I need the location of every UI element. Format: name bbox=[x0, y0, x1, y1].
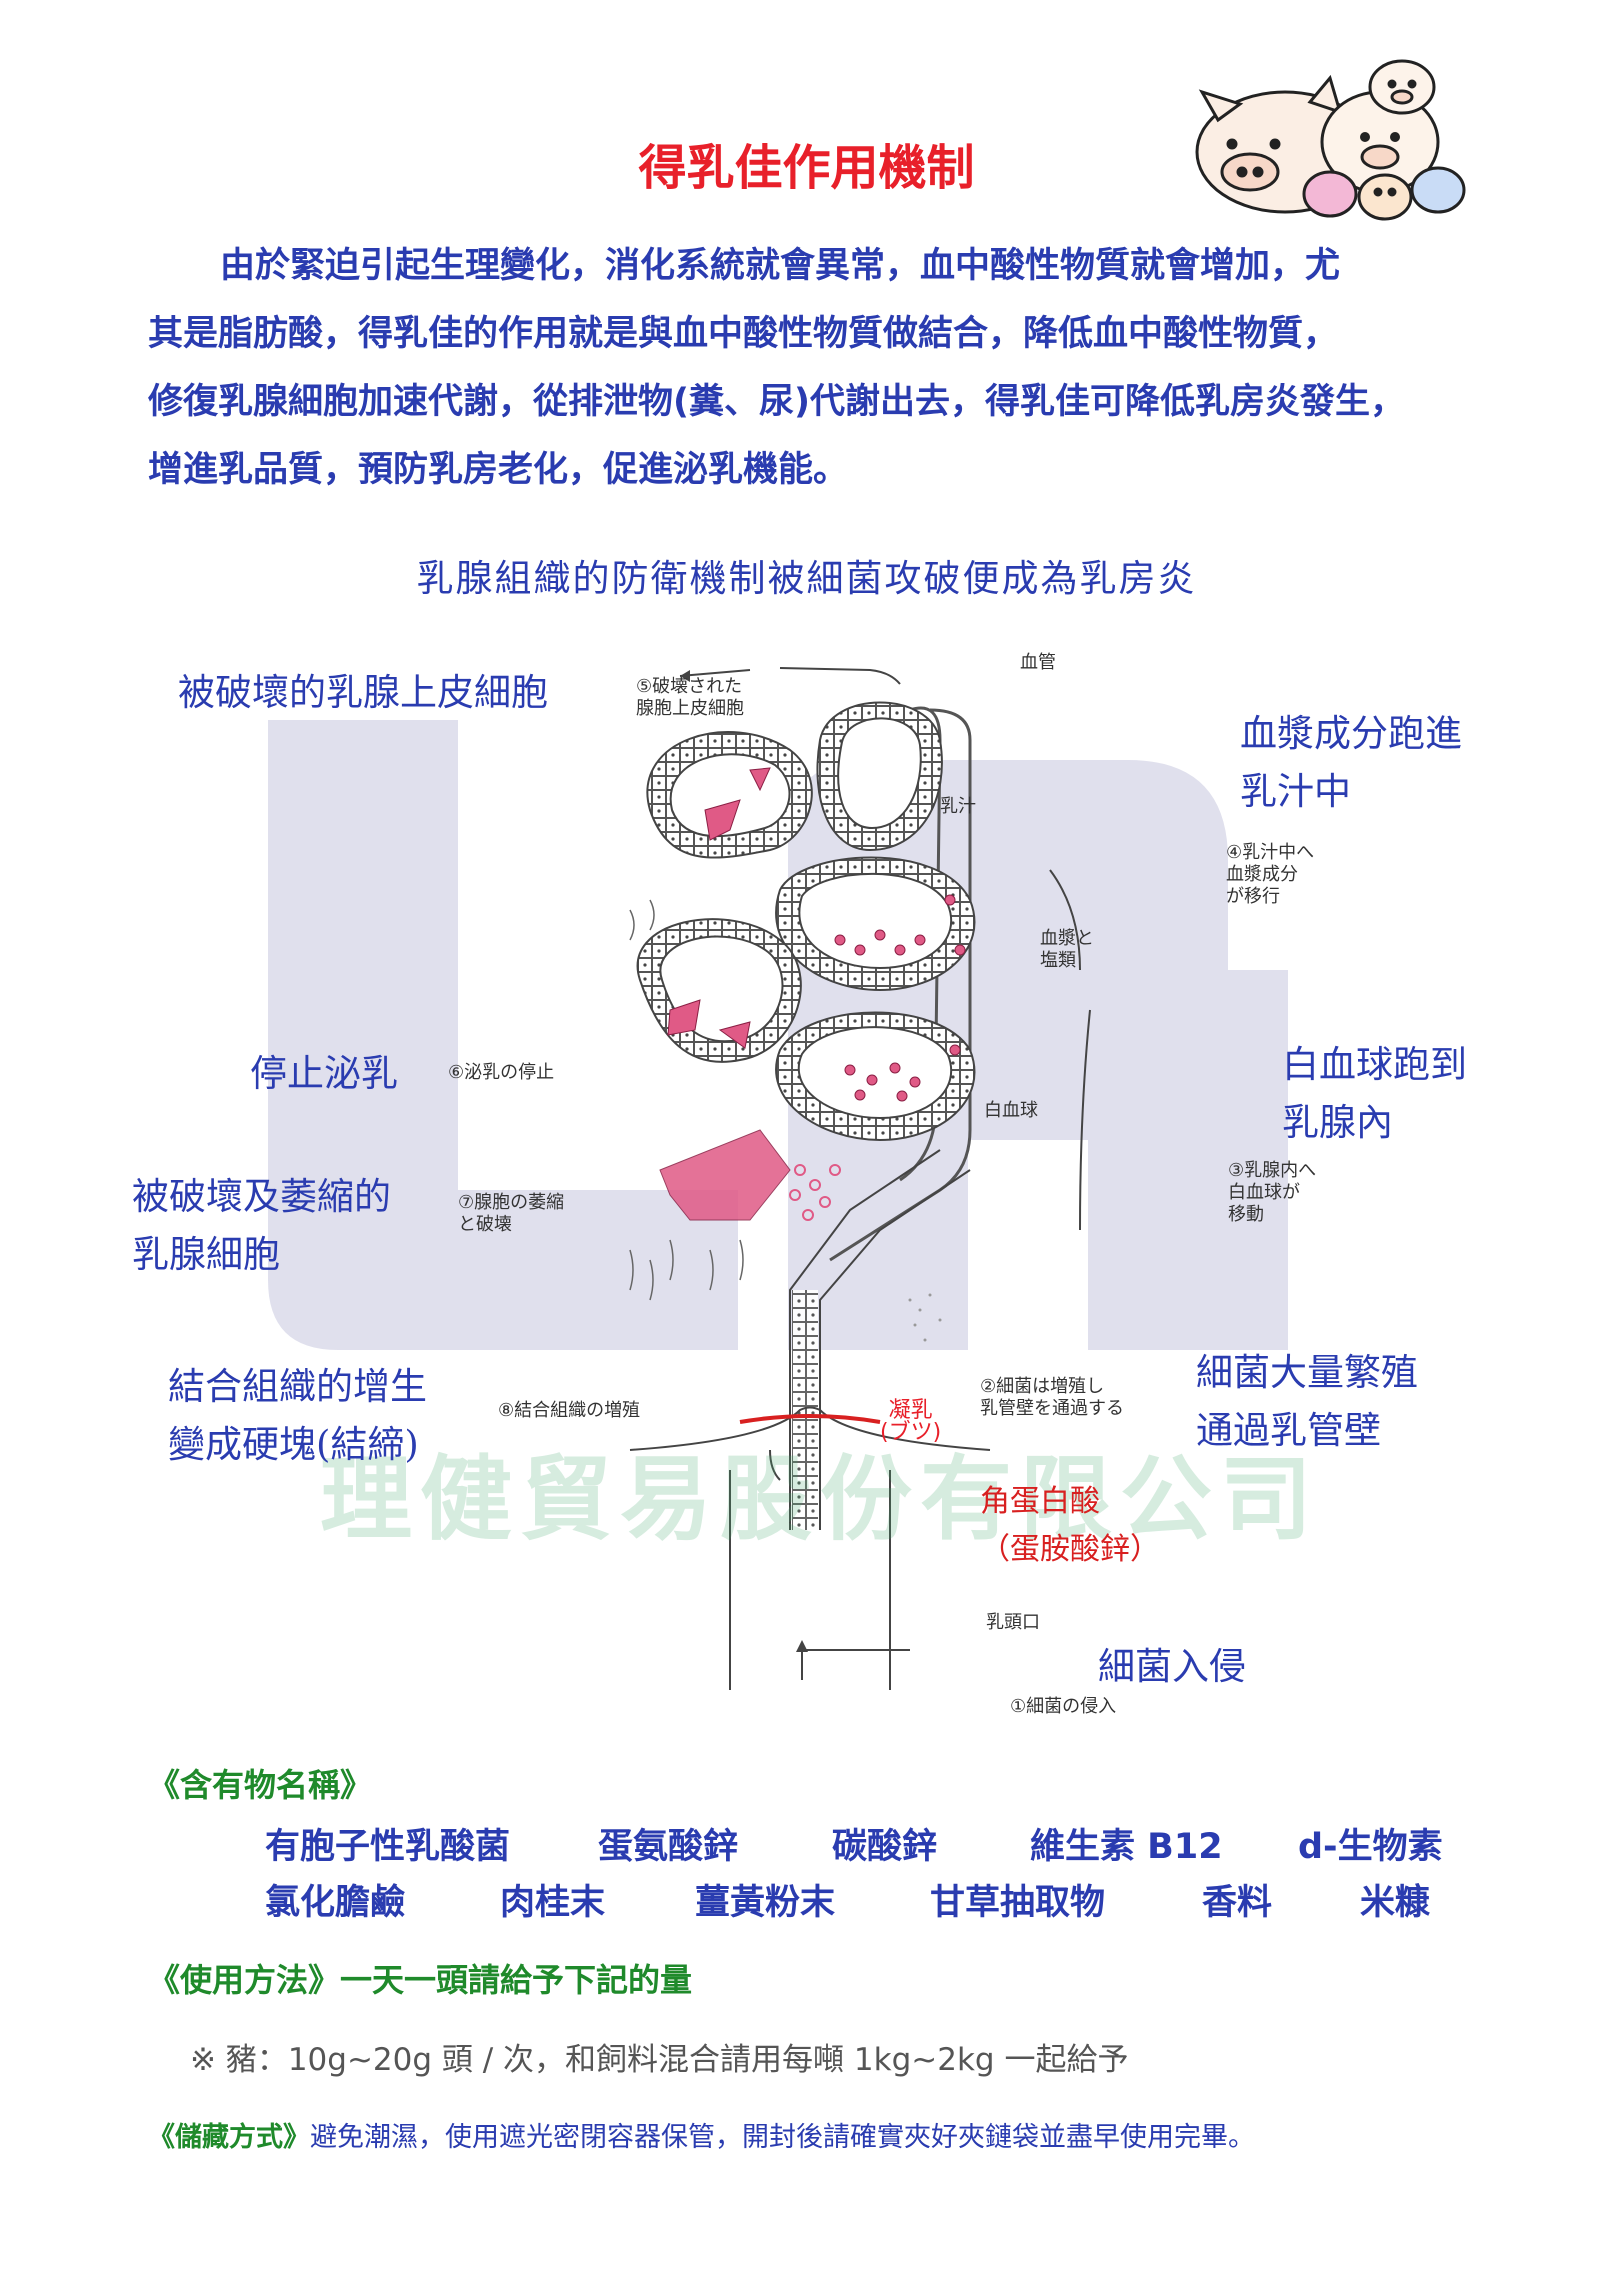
storage-note: 《儲藏方式》避免潮濕，使用遮光密閉容器保管，開封後請確實夾好夾鏈袋並盡早使用完畢… bbox=[148, 2115, 1255, 2154]
anno-wbc: 白血球跑到 乳腺內 bbox=[1282, 1043, 1467, 1144]
diagram-caption: 乳腺組織的防衛機制被細菌攻破便成為乳房炎 bbox=[416, 557, 1197, 600]
jp-wbc: 白血球 bbox=[984, 1100, 1038, 1121]
anno-bacteria: 細菌大量繁殖 通過乳管壁 bbox=[1196, 1351, 1418, 1452]
anno-connective-tissue: 結合組織的增生 變成硬塊(結締) bbox=[168, 1365, 427, 1466]
anno-keratin: 角蛋白酸 （蛋胺酸鋅） bbox=[980, 1484, 1160, 1567]
anno-invasion: 細菌入侵 bbox=[1098, 1645, 1246, 1688]
ingredients-heading: 《含有物名稱》 bbox=[148, 1766, 373, 1804]
intro-line: 修復乳腺細胞加速代謝，從排泄物(糞、尿)代謝出去，得乳佳可降低乳房炎發生， bbox=[148, 382, 1405, 422]
jp-step-5: ⑤破壊された 腺胞上皮細胞 bbox=[636, 676, 744, 719]
anno-atrophy: 被破壞及萎縮的 乳腺細胞 bbox=[132, 1175, 391, 1276]
anno-destroyed-epithelium: 被破壞的乳腺上皮細胞 bbox=[178, 671, 548, 714]
ingredient-item: 米糠 bbox=[1360, 1883, 1431, 1923]
pig-family-illustration bbox=[1195, 59, 1466, 221]
ingredient-item: 維生素 B12 bbox=[1030, 1827, 1223, 1867]
storage-text: 避免潮濕，使用遮光密閉容器保管，開封後請確實夾好夾鏈袋並盡早使用完畢。 bbox=[310, 2122, 1255, 2153]
ingredient-item: 碳酸鋅 bbox=[832, 1827, 938, 1867]
ingredient-item: 氯化膽鹼 bbox=[265, 1883, 406, 1923]
jp-blood-vessel: 血管 bbox=[1020, 652, 1056, 673]
jp-step-7: ⑦腺胞の萎縮 と破壊 bbox=[458, 1192, 565, 1235]
jp-step-4: ④乳汁中へ 血漿成分 が移行 bbox=[1226, 842, 1315, 907]
jp-step-6: ⑥泌乳の停止 bbox=[448, 1062, 555, 1083]
ingredient-item: 香料 bbox=[1202, 1883, 1273, 1923]
jp-coag: 凝乳 (ブツ) bbox=[880, 1398, 942, 1445]
jp-milk: 乳汁 bbox=[940, 796, 976, 817]
intro-line: 增進乳品質，預防乳房老化，促進泌乳機能。 bbox=[148, 450, 849, 490]
usage-pig-dosage: ※ 豬：10g~20g 頭 / 次，和飼料混合請用每噸 1kg~2kg 一起給予 bbox=[190, 2042, 1129, 2078]
watermark: 理健貿易股份有限公司 bbox=[320, 1446, 1321, 1553]
jp-plasma-salts: 血漿と 塩類 bbox=[1040, 928, 1094, 971]
jp-teat-opening: 乳頭口 bbox=[986, 1612, 1040, 1633]
ingredient-item: 蛋氨酸鋅 bbox=[598, 1827, 739, 1867]
intro-line: 由於緊迫引起生理變化，消化系統就會異常，血中酸性物質就會增加，尤 bbox=[220, 246, 1341, 286]
ingredient-item: 肉桂末 bbox=[500, 1883, 606, 1923]
storage-label: 《儲藏方式》 bbox=[148, 2122, 310, 2153]
anno-plasma: 血漿成分跑進 乳汁中 bbox=[1240, 712, 1462, 813]
intro-line: 其是脂肪酸，得乳佳的作用就是與血中酸性物質做結合，降低血中酸性物質， bbox=[148, 314, 1339, 354]
jp-step-1: ①細菌の侵入 bbox=[1010, 1696, 1117, 1717]
intro-paragraph: 由於緊迫引起生理變化，消化系統就會異常，血中酸性物質就會增加，尤 其是脂肪酸，得… bbox=[148, 232, 1488, 504]
usage-heading: 《使用方法》一天一頭請給予下記的量 bbox=[148, 1961, 693, 1999]
ingredient-item: d-生物素 bbox=[1298, 1827, 1443, 1867]
jp-step-3: ③乳腺内へ 白血球が 移動 bbox=[1228, 1160, 1317, 1225]
ingredient-item: 薑黃粉末 bbox=[695, 1883, 836, 1923]
anno-stop-lactation: 停止泌乳 bbox=[250, 1052, 398, 1095]
jp-step-8: ⑧結合組織の増殖 bbox=[498, 1400, 641, 1421]
jp-step-2: ②細菌は増殖し 乳管壁を通過する bbox=[980, 1376, 1124, 1419]
mammary-diagram bbox=[629, 667, 1091, 1690]
ingredient-item: 甘草抽取物 bbox=[930, 1883, 1106, 1923]
page-title: 得乳佳作用機制 bbox=[638, 140, 975, 196]
ingredient-item: 有胞子性乳酸菌 bbox=[265, 1827, 511, 1867]
